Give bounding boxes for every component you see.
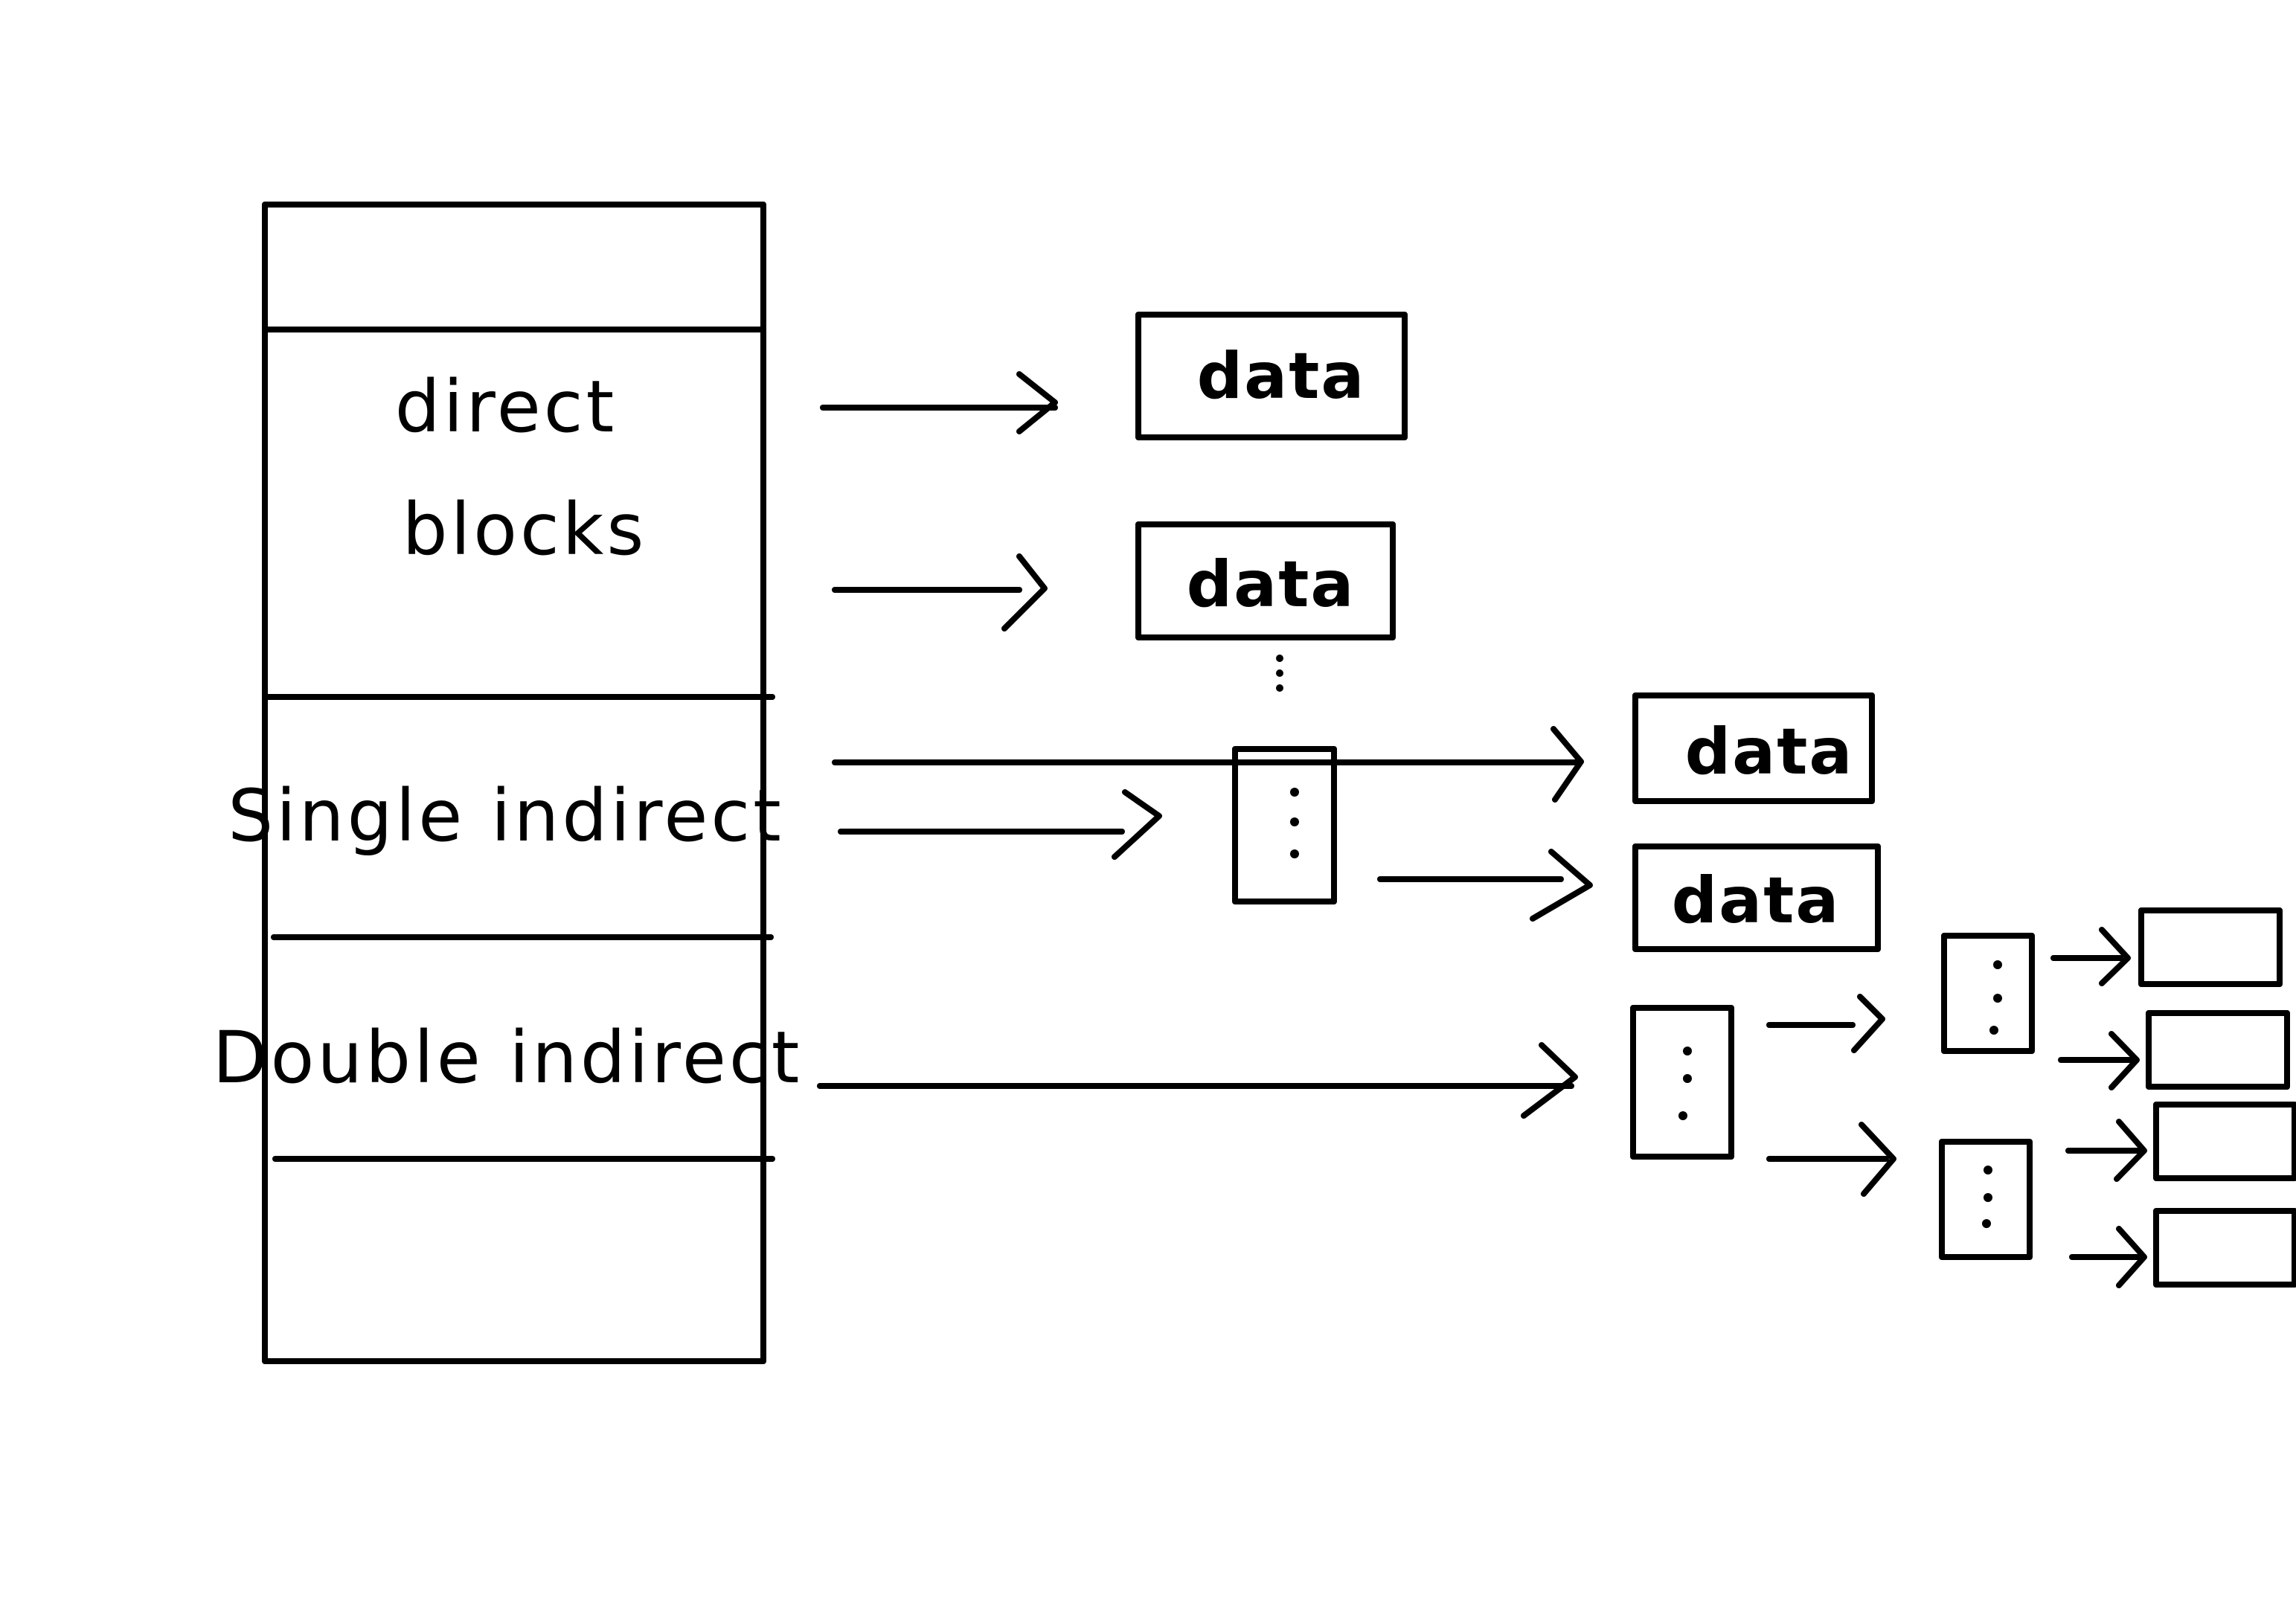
arrow-single-indirect bbox=[838, 789, 1162, 860]
data-block-4 bbox=[1632, 843, 1881, 952]
arrow-to-leaf-2 bbox=[2058, 1031, 2140, 1090]
direct-label-line1: direct bbox=[395, 365, 617, 449]
second-level-indirect-block-1 bbox=[1941, 933, 2035, 1054]
second-level-indirect-block-2 bbox=[1939, 1139, 2033, 1260]
arrow-direct-1 bbox=[820, 371, 1058, 434]
arrow-double-indirect bbox=[817, 1042, 1578, 1119]
arrow-single-to-data-4 bbox=[1377, 849, 1593, 922]
data-block-1 bbox=[1135, 312, 1408, 440]
arrow-to-leaf-3 bbox=[2065, 1119, 2147, 1182]
data-block-2-label: data bbox=[1187, 547, 1356, 622]
double-indirect-dots bbox=[1678, 1047, 1692, 1120]
single-indirect-pointers: data data bbox=[832, 692, 1881, 952]
second-level-indirect-dots-1 bbox=[1989, 960, 2002, 1035]
data-block-3-label: data bbox=[1685, 715, 1854, 789]
direct-pointers: data data bbox=[820, 312, 1408, 692]
arrow-double-to-indirect-2 bbox=[1766, 1122, 1896, 1197]
leaf-data-block-2 bbox=[2146, 1010, 2290, 1090]
inode-outline bbox=[262, 202, 766, 1364]
single-indirect-block bbox=[1232, 746, 1337, 904]
double-indirect-pointers bbox=[817, 907, 2296, 1288]
direct-label-line2: blocks bbox=[403, 488, 647, 571]
arrow-direct-2 bbox=[832, 553, 1048, 631]
data-block-2 bbox=[1135, 521, 1396, 640]
arrow-single-to-data-3 bbox=[832, 726, 1584, 803]
data-block-1-label: data bbox=[1197, 339, 1366, 414]
arrow-to-leaf-4 bbox=[2069, 1226, 2147, 1288]
leaf-data-block-1 bbox=[2138, 907, 2283, 987]
arrow-double-to-indirect-1 bbox=[1766, 994, 1885, 1053]
leaf-data-block-3 bbox=[2153, 1102, 2296, 1181]
leaf-data-block-4 bbox=[2153, 1208, 2296, 1288]
second-level-indirect-dots-2 bbox=[1982, 1166, 1992, 1228]
data-block-3 bbox=[1632, 692, 1875, 804]
inode-table: direct blocks Single indirect Double ind… bbox=[213, 202, 803, 1364]
data-block-4-label: data bbox=[1672, 864, 1841, 938]
ellipsis-dots bbox=[1276, 655, 1283, 692]
double-indirect-label: Double indirect bbox=[213, 1016, 803, 1099]
single-indirect-label: Single indirect bbox=[228, 774, 784, 858]
single-indirect-dots bbox=[1290, 788, 1299, 858]
arrow-to-leaf-1 bbox=[2050, 927, 2131, 986]
double-indirect-block bbox=[1630, 1005, 1734, 1160]
